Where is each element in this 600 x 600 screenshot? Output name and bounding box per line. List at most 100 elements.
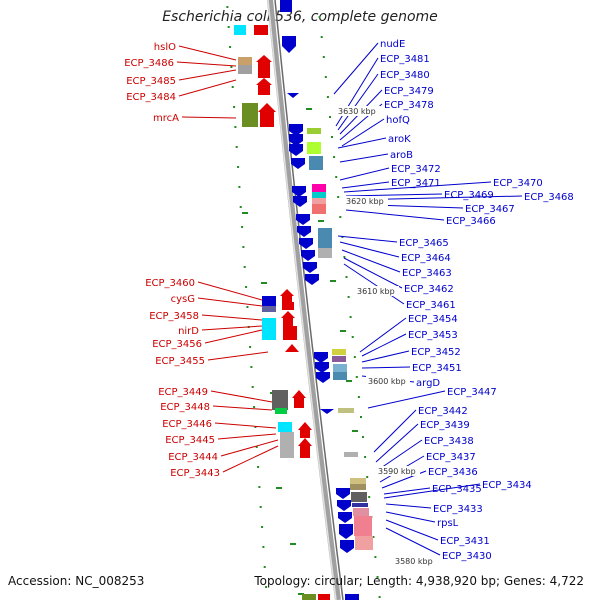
track-dot <box>353 356 356 358</box>
leader-line <box>385 519 439 541</box>
scale-label: 3580 kbp <box>395 557 433 566</box>
gene-arrow <box>289 144 303 156</box>
gene-label-right: ECP_3463 <box>402 268 452 279</box>
left-strand-middle <box>262 289 299 352</box>
scale-label-bg <box>376 466 420 476</box>
track-dot <box>378 596 381 598</box>
leader-line <box>339 241 400 258</box>
track-dot <box>235 146 238 148</box>
gene-arrow <box>301 250 315 261</box>
gene-label-left: ECP_3456 <box>152 339 202 350</box>
leader-line <box>178 79 237 97</box>
gene-block <box>354 516 372 536</box>
gene-label-right: ECP_3469 <box>444 190 494 201</box>
leader-line <box>361 333 407 357</box>
track-dot <box>246 306 249 308</box>
accession-text: Accession: NC_008253 <box>8 574 145 588</box>
gene-block <box>318 248 332 258</box>
gene-label-right: hofQ <box>386 115 410 126</box>
gene-block <box>280 0 292 12</box>
gene-arrow <box>339 524 353 539</box>
gene-label-left: ECP_3445 <box>165 435 215 446</box>
leader-line <box>359 317 407 353</box>
gene-label-left: ECP_3460 <box>145 278 195 289</box>
gene-block <box>318 228 332 248</box>
leader-line <box>337 235 398 243</box>
scale-label: 3610 kbp <box>357 287 395 296</box>
leader-line <box>201 314 263 321</box>
gene-block <box>332 356 346 362</box>
track-dot <box>337 196 340 198</box>
track-dash <box>346 380 352 382</box>
track-dash <box>261 282 267 284</box>
leader-line <box>337 73 379 131</box>
leader-line <box>343 263 405 305</box>
track-dot <box>324 76 327 78</box>
track-dot <box>335 176 338 178</box>
gene-label-right: ECP_3465 <box>399 238 449 249</box>
leader-line <box>207 351 269 361</box>
track-dot <box>241 226 244 228</box>
gene-label-right: ECP_3479 <box>384 86 434 97</box>
gene-block <box>332 349 346 355</box>
track-dot <box>263 566 266 568</box>
gene-arrow <box>281 311 295 326</box>
gene-block <box>262 296 276 306</box>
gene-label-left: mrcA <box>153 113 179 124</box>
leader-line <box>178 45 237 61</box>
gene-label-right: ECP_3447 <box>447 387 497 398</box>
gene-block <box>238 57 252 65</box>
gene-label-right: ECP_3481 <box>380 54 430 65</box>
gene-arrow <box>299 238 313 249</box>
gene-label-left: ECP_3485 <box>126 76 176 87</box>
gene-arrow <box>293 196 307 207</box>
gene-arrow <box>256 78 272 95</box>
track-dot <box>261 526 264 528</box>
track-dot <box>258 486 261 488</box>
track-dash <box>318 220 324 222</box>
gene-label-right: ECP_3431 <box>440 536 490 547</box>
leader-line <box>383 487 431 495</box>
track-dot <box>254 426 257 428</box>
leader-line <box>220 439 279 457</box>
gene-label-right: ECP_3434 <box>482 480 532 491</box>
gene-label-right: rpsL <box>437 518 459 529</box>
gene-label-right: ECP_3464 <box>401 253 451 264</box>
gene-block <box>280 432 294 458</box>
gene-label-right: nudE <box>380 39 405 50</box>
gene-label-right: aroB <box>390 150 413 161</box>
gene-arrow <box>296 214 310 225</box>
track-dot <box>372 536 375 538</box>
leader-line <box>341 181 390 189</box>
leader-line <box>341 118 385 147</box>
gene-label-left: cysG <box>171 294 195 305</box>
gene-block <box>272 390 288 410</box>
track-dot <box>357 396 360 398</box>
gene-block <box>302 594 316 600</box>
gene-block <box>318 594 330 600</box>
track-dot <box>364 456 367 458</box>
track-dot <box>251 386 254 388</box>
leader-line <box>178 69 237 81</box>
track-dot <box>242 246 245 248</box>
gene-arrow <box>287 93 299 98</box>
gene-label-right: ECP_3452 <box>411 347 461 358</box>
track-dot <box>237 166 240 168</box>
track-dot <box>250 366 253 368</box>
gene-block <box>312 204 326 214</box>
gene-label-right: ECP_3471 <box>391 178 441 189</box>
right-strand-bottom <box>302 478 373 600</box>
leader-line <box>343 257 403 289</box>
gene-arrow <box>298 422 312 438</box>
gene-arrow <box>303 262 317 273</box>
gene-label-left: ECP_3484 <box>126 92 176 103</box>
gene-label-left: ECP_3455 <box>155 356 205 367</box>
track-dot <box>374 556 377 558</box>
gene-label-left: ECP_3444 <box>168 452 218 463</box>
gene-block <box>355 536 373 550</box>
leader-line <box>210 390 273 403</box>
track-dot <box>376 576 379 578</box>
